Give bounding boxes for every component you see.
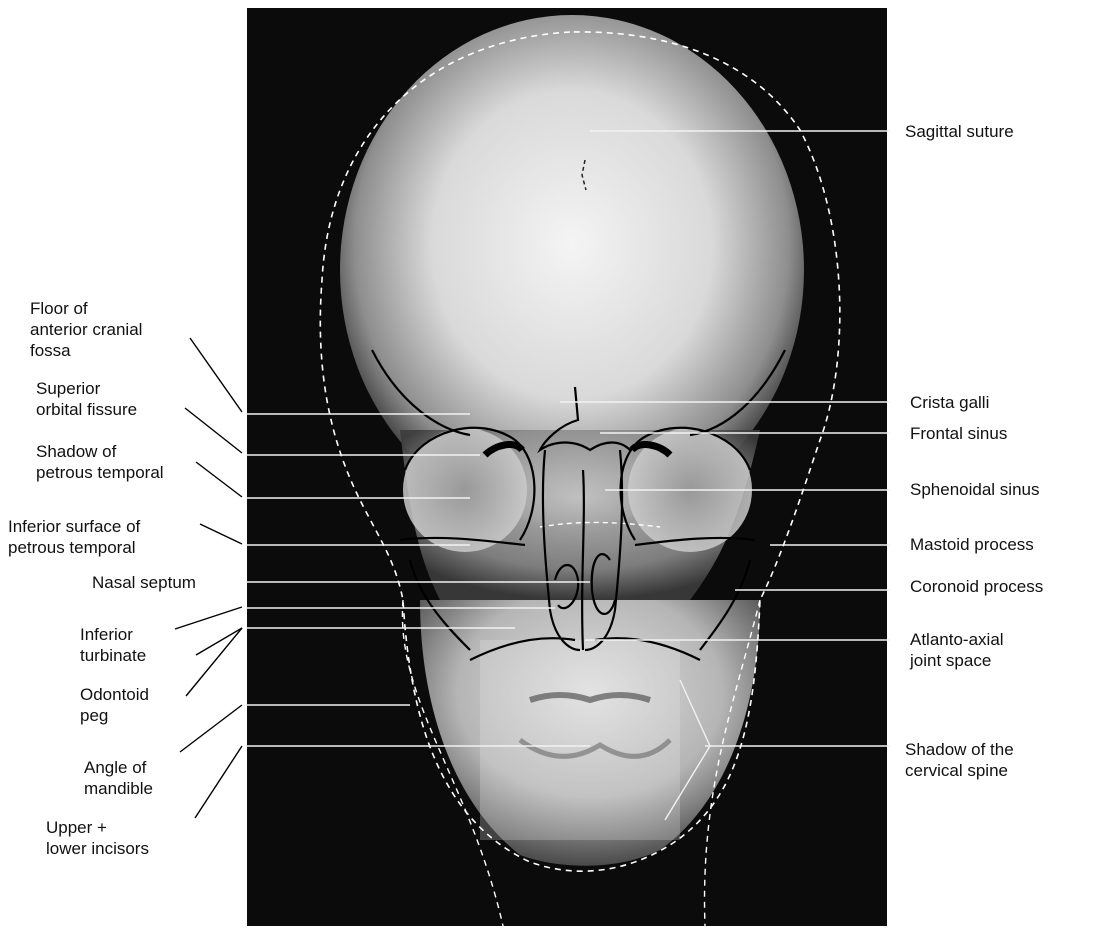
label-angle-of-mandible: Angle of mandible xyxy=(84,757,153,799)
label-nasal-septum: Nasal septum xyxy=(92,572,196,593)
label-sphenoidal-sinus: Sphenoidal sinus xyxy=(910,479,1039,500)
label-shadow-cervical-spine: Shadow of the cervical spine xyxy=(905,739,1014,781)
label-mastoid-process: Mastoid process xyxy=(910,534,1034,555)
label-inferior-turbinate: Inferior turbinate xyxy=(80,624,146,666)
label-sagittal-suture: Sagittal suture xyxy=(905,121,1014,142)
cervical-spine xyxy=(480,640,680,840)
label-inferior-surface-petrous-temporal: Inferior surface of petrous temporal xyxy=(8,516,140,558)
label-superior-orbital-fissure: Superior orbital fissure xyxy=(36,378,137,420)
label-floor-anterior-cranial-fossa: Floor of anterior cranial fossa xyxy=(30,298,142,361)
label-upper-lower-incisors: Upper + lower incisors xyxy=(46,817,149,859)
label-frontal-sinus: Frontal sinus xyxy=(910,423,1007,444)
label-odontoid-peg: Odontoid peg xyxy=(80,684,149,726)
label-crista-galli: Crista galli xyxy=(910,392,989,413)
label-atlanto-axial-joint-space: Atlanto-axial joint space xyxy=(910,629,1004,671)
label-coronoid-process: Coronoid process xyxy=(910,576,1043,597)
label-shadow-petrous-temporal: Shadow of petrous temporal xyxy=(36,441,164,483)
